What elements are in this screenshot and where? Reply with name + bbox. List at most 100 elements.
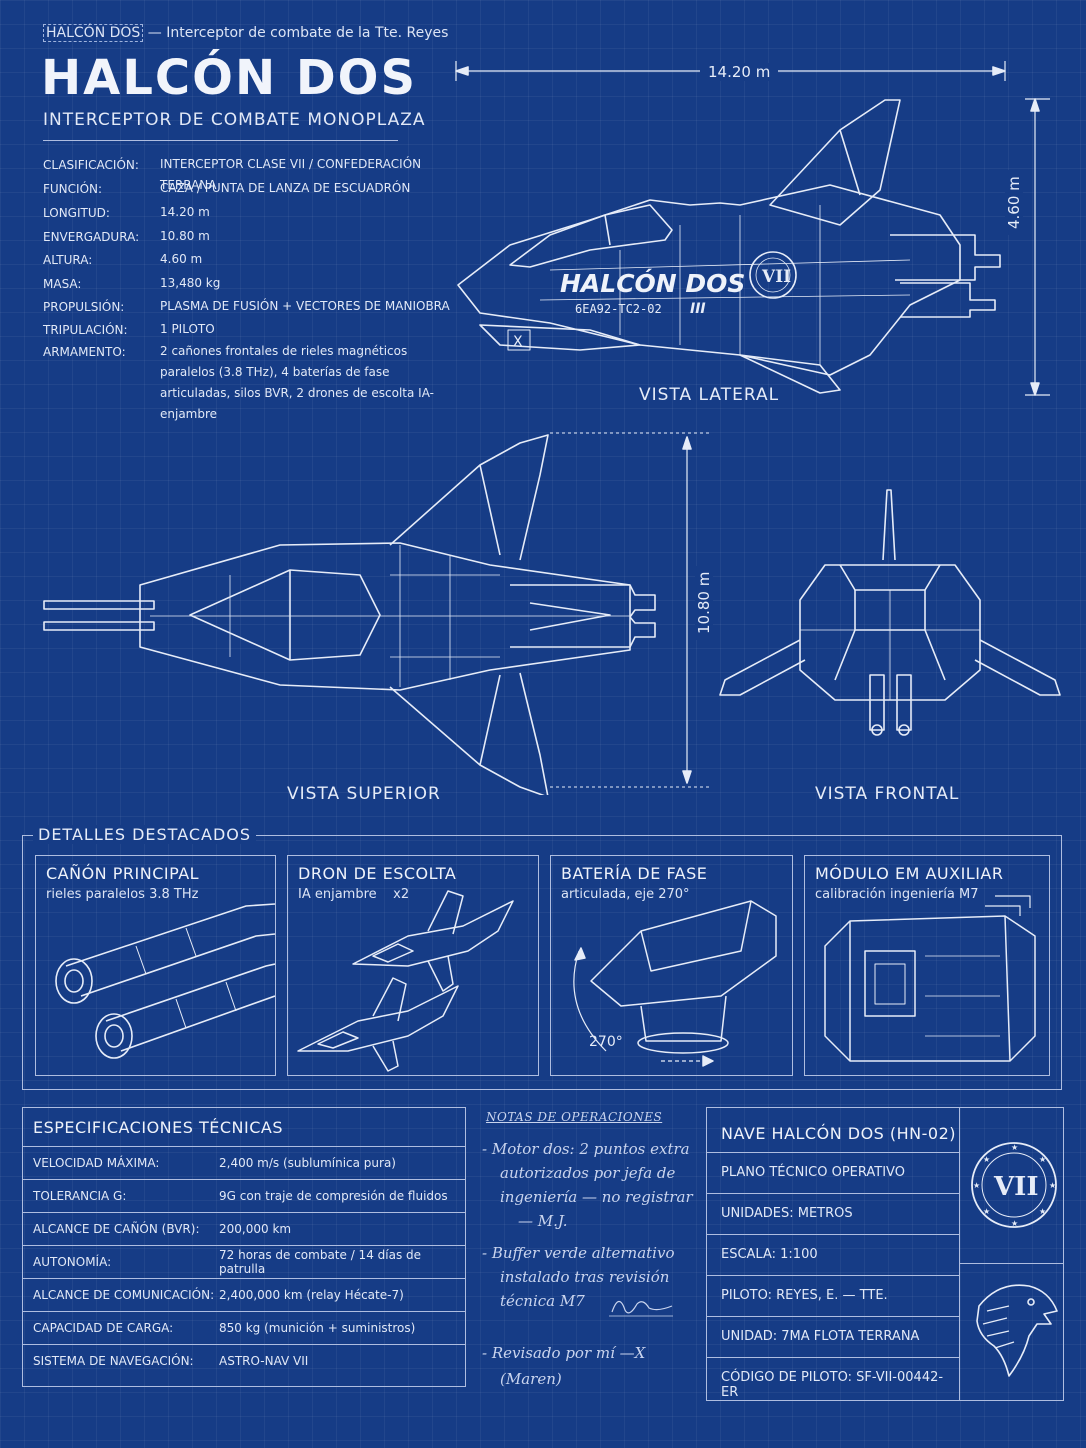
- svg-text:★: ★: [983, 1155, 990, 1164]
- tech-value: 2,400,000 km (relay Hécate-7): [219, 1278, 465, 1312]
- front-view-label: VISTA FRONTAL: [815, 784, 960, 804]
- title-block-row-text: ESCALA: 1:100: [721, 1247, 818, 1262]
- spec-key: ENVERGADURA:: [43, 230, 140, 244]
- spec-key: ARMAMENTO:: [43, 345, 126, 359]
- emblem-text: VII: [993, 1172, 1039, 1202]
- fleet-emblem-icon: ★★★ ★★★ ★★ VII: [971, 1142, 1057, 1228]
- title-block-title: NAVE HALCÓN DOS (HN-02): [721, 1124, 957, 1143]
- battery-angle-label: 270°: [589, 1034, 623, 1050]
- detail-title: MÓDULO EM AUXILIAR: [815, 864, 1004, 883]
- spec-key: PROPULSIÓN:: [43, 300, 125, 314]
- notes-line: ingeniería — no registrar: [500, 1188, 693, 1206]
- notes-line: instalado tras revisión: [500, 1268, 670, 1286]
- detail-subtitle: IA enjambre x2: [298, 887, 410, 902]
- detail-title: CAÑÓN PRINCIPAL: [46, 864, 200, 883]
- spec-value: 2 cañones frontales de rieles magnéticos…: [160, 344, 434, 421]
- notes-line: - Buffer verde alternativo: [482, 1244, 675, 1262]
- breadcrumb-text: — Interceptor de combate de la Tte. Reye…: [147, 25, 449, 41]
- side-view-label: VISTA LATERAL: [639, 385, 780, 405]
- spec-key: CLASIFICACIÓN:: [43, 158, 139, 172]
- details-section-title: DETALLES DESTACADOS: [33, 825, 257, 844]
- tech-value: 9G con traje de compresión de fluidos: [219, 1179, 465, 1213]
- table-row: VELOCIDAD MÁXIMA:2,400 m/s (sublumínica …: [23, 1146, 465, 1180]
- detail-title: DRON DE ESCOLTA: [298, 864, 457, 883]
- title-block-row: UNIDADES: METROS: [707, 1193, 959, 1234]
- hull-code-text: 6EA92-TC2-02: [575, 302, 662, 316]
- title-block: NAVE HALCÓN DOS (HN-02) PLANO TÉCNICO OP…: [706, 1107, 1064, 1401]
- detail-subtitle: calibración ingeniería M7: [815, 887, 979, 902]
- detail-card-dron: DRON DE ESCOLTA IA enjambre x2: [287, 855, 539, 1076]
- notes-line: — M.J.: [518, 1212, 568, 1230]
- tech-specs-panel: ESPECIFICACIONES TÉCNICAS VELOCIDAD MÁXI…: [22, 1107, 466, 1387]
- side-emblem-text: VII: [761, 267, 791, 287]
- cannon-illustration: [55, 903, 275, 1059]
- breadcrumb: HALCÓN DOS — Interceptor de combate de l…: [43, 24, 449, 42]
- notes-line: - Motor dos: 2 puntos extra: [482, 1140, 690, 1158]
- spec-key: LONGITUD:: [43, 206, 110, 220]
- detail-card-modulo: MÓDULO EM AUXILIAR calibración ingenierí…: [804, 855, 1050, 1076]
- table-row: ALCANCE DE COMUNICACIÓN:2,400,000 km (re…: [23, 1278, 465, 1312]
- details-section: [22, 835, 1062, 1090]
- tech-value: ASTRO-NAV VII: [219, 1344, 465, 1377]
- table-row: AUTONOMÍA:72 horas de combate / 14 días …: [23, 1245, 465, 1279]
- battery-illustration: 270°: [573, 900, 777, 1067]
- svg-text:★: ★: [1049, 1181, 1056, 1190]
- side-x-mark: X: [513, 334, 523, 350]
- drone-illustration: [297, 890, 514, 1072]
- table-row: CAPACIDAD DE CARGA:850 kg (munición + su…: [23, 1311, 465, 1345]
- spec-value: 1 PILOTO: [160, 322, 215, 336]
- top-view-drawing: [43, 432, 710, 795]
- page-title: HALCÓN DOS: [41, 50, 418, 106]
- spec-value: INTERCEPTOR CLASE VII / CONFEDERACIÓN TE…: [160, 157, 422, 192]
- length-dimension-label: 14.20 m: [700, 63, 779, 81]
- title-block-row-text: UNIDAD: 7MA FLOTA TERRANA: [721, 1329, 920, 1344]
- title-block-row: PLANO TÉCNICO OPERATIVO: [707, 1152, 959, 1193]
- notes-line: autorizados por jefa de: [500, 1164, 676, 1182]
- tech-specs-title: ESPECIFICACIONES TÉCNICAS: [33, 1118, 283, 1137]
- spec-key: TRIPULACIÓN:: [43, 323, 128, 337]
- svg-text:★: ★: [973, 1181, 980, 1190]
- title-block-row-text: CÓDIGO DE PILOTO: SF-VII-00442-ER: [721, 1370, 944, 1400]
- module-illustration: [824, 895, 1036, 1062]
- title-block-row: PILOTO: REYES, E. — TTE.: [707, 1275, 959, 1316]
- tech-key: ALCANCE DE COMUNICACIÓN:: [23, 1278, 219, 1312]
- table-row: TOLERANCIA G:9G con traje de compresión …: [23, 1179, 465, 1213]
- notes-line: técnica M7: [500, 1292, 585, 1310]
- title-block-row: UNIDAD: 7MA FLOTA TERRANA: [707, 1316, 959, 1357]
- top-view-label: VISTA SUPERIOR: [287, 784, 441, 804]
- hull-mark-text: III: [690, 301, 706, 317]
- spec-key: FUNCIÓN:: [43, 182, 103, 196]
- detail-subtitle: articulada, eje 270°: [561, 887, 690, 902]
- detail-card-bateria: BATERÍA DE FASE articulada, eje 270° 270…: [550, 855, 793, 1076]
- detail-card-canon: CAÑÓN PRINCIPAL rieles paralelos 3.8 THz: [35, 855, 276, 1076]
- tech-value: 2,400 m/s (sublumínica pura): [219, 1146, 465, 1180]
- tech-key: SISTEMA DE NAVEGACIÓN:: [23, 1344, 219, 1377]
- spec-value: 10.80 m: [160, 229, 210, 243]
- notes-line: (Maren): [500, 1370, 562, 1388]
- detail-title: BATERÍA DE FASE: [561, 864, 708, 883]
- side-view-drawing: HALCÓN DOS 6EA92-TC2-02 III VII X: [455, 61, 1050, 396]
- hull-name-text: HALCÓN DOS: [560, 268, 745, 298]
- spec-key: ALTURA:: [43, 253, 93, 267]
- spec-value: 4.60 m: [160, 252, 203, 266]
- svg-text:★: ★: [1039, 1207, 1046, 1216]
- svg-text:★: ★: [1011, 1143, 1018, 1152]
- page-subtitle: INTERCEPTOR DE COMBATE MONOPLAZA: [43, 110, 426, 130]
- tech-specs-table: VELOCIDAD MÁXIMA:2,400 m/s (sublumínica …: [23, 1146, 465, 1377]
- title-block-row-text: PLANO TÉCNICO OPERATIVO: [721, 1165, 905, 1180]
- breadcrumb-tag: HALCÓN DOS: [43, 24, 144, 42]
- front-view-drawing: [719, 489, 1061, 736]
- eagle-icon: [976, 1284, 1058, 1377]
- title-block-row: ESCALA: 1:100: [707, 1234, 959, 1275]
- svg-text:★: ★: [1011, 1219, 1018, 1228]
- tech-key: TOLERANCIA G:: [23, 1179, 219, 1213]
- spec-value: PLASMA DE FUSIÓN + VECTORES DE MANIOBRA: [160, 299, 450, 313]
- svg-text:★: ★: [983, 1207, 990, 1216]
- spec-value: 13,480 kg: [160, 276, 221, 290]
- tech-value: 72 horas de combate / 14 días de patrull…: [219, 1245, 465, 1279]
- tech-value: 200,000 km: [219, 1212, 465, 1246]
- spec-value: 14.20 m: [160, 205, 210, 219]
- spec-value: CAZA / PUNTA DE LANZA DE ESCUADRÓN: [160, 181, 411, 195]
- tech-key: AUTONOMÍA:: [23, 1245, 219, 1279]
- notes-title: NOTAS DE OPERACIONES: [486, 1110, 663, 1124]
